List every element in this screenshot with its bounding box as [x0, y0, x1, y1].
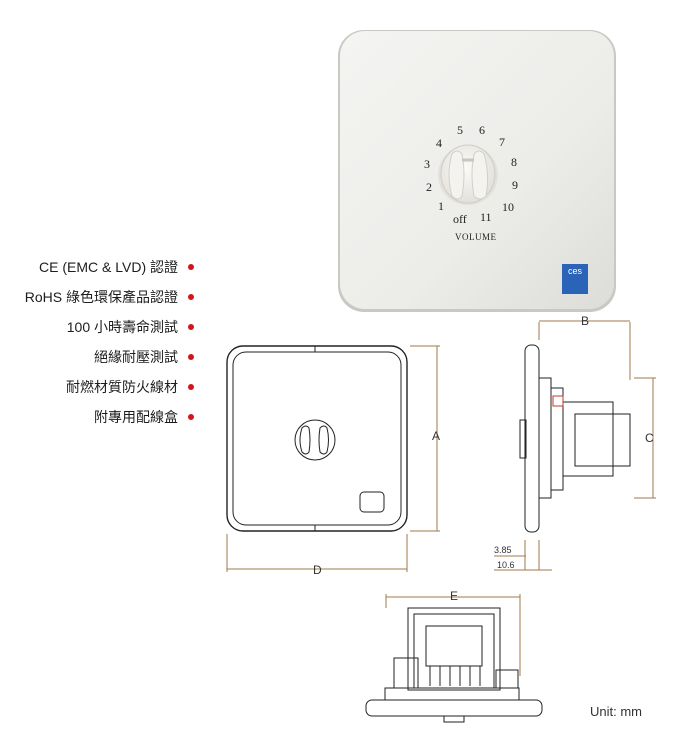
dial-number: 2	[426, 180, 432, 194]
dimension-lines	[226, 320, 656, 676]
feature-item: 絕緣耐壓測試	[94, 347, 194, 367]
side-view-drawing	[519, 344, 631, 533]
dial-number: 9	[512, 178, 518, 192]
dimension-value: 10.6	[497, 560, 515, 570]
feature-item: 附專用配線盒	[94, 407, 194, 427]
dimension-label-d: D	[313, 563, 322, 577]
feature-label: 絕緣耐壓測試	[94, 349, 178, 365]
dial-number: 10	[502, 200, 514, 214]
bullet-dot-icon	[188, 414, 194, 420]
feature-item: RoHS 綠色環保產品認證	[25, 287, 194, 307]
dial-number: 3	[424, 157, 430, 171]
feature-label: 100 小時壽命測試	[66, 319, 178, 335]
bottom-view-drawing	[365, 607, 543, 723]
dial-number: 1	[438, 199, 444, 213]
feature-item: CE (EMC & LVD) 認證	[39, 257, 194, 277]
feature-item: 100 小時壽命測試	[67, 317, 194, 337]
product-photo	[338, 30, 616, 312]
feature-label: CE (EMC & LVD) 認證	[39, 259, 178, 275]
bullet-dot-icon	[188, 354, 194, 360]
bullet-dot-icon	[188, 264, 194, 270]
unit-label: Unit: mm	[590, 704, 642, 719]
dial-number: 4	[436, 136, 442, 150]
bullet-dot-icon	[188, 324, 194, 330]
volume-label: VOLUME	[455, 232, 497, 242]
dimension-value: 3.85	[494, 545, 512, 555]
feature-label: 耐燃材質防火線材	[66, 379, 178, 395]
dial-number: 11	[480, 210, 492, 224]
feature-item: 耐燃材質防火線材	[66, 377, 194, 397]
bullet-dot-icon	[188, 294, 194, 300]
dial-number: 8	[511, 155, 517, 169]
dimension-label-e: E	[450, 589, 459, 603]
ces-logo: ces	[562, 264, 588, 294]
feature-label: RoHS 綠色環保產品認證	[24, 289, 178, 305]
dimension-label-c: C	[645, 431, 654, 445]
dial-off-label: off	[453, 212, 467, 226]
dial-number: 7	[499, 135, 505, 149]
dimension-label-a: A	[432, 429, 441, 443]
logo-text: ces	[567, 266, 582, 276]
volume-knob	[440, 144, 496, 204]
dial-number: 5	[457, 123, 463, 137]
dial-number: 6	[479, 123, 485, 137]
dimension-label-b: B	[581, 314, 590, 328]
feature-label: 附專用配線盒	[94, 409, 178, 425]
bullet-dot-icon	[188, 384, 194, 390]
front-view-drawing	[226, 345, 408, 532]
